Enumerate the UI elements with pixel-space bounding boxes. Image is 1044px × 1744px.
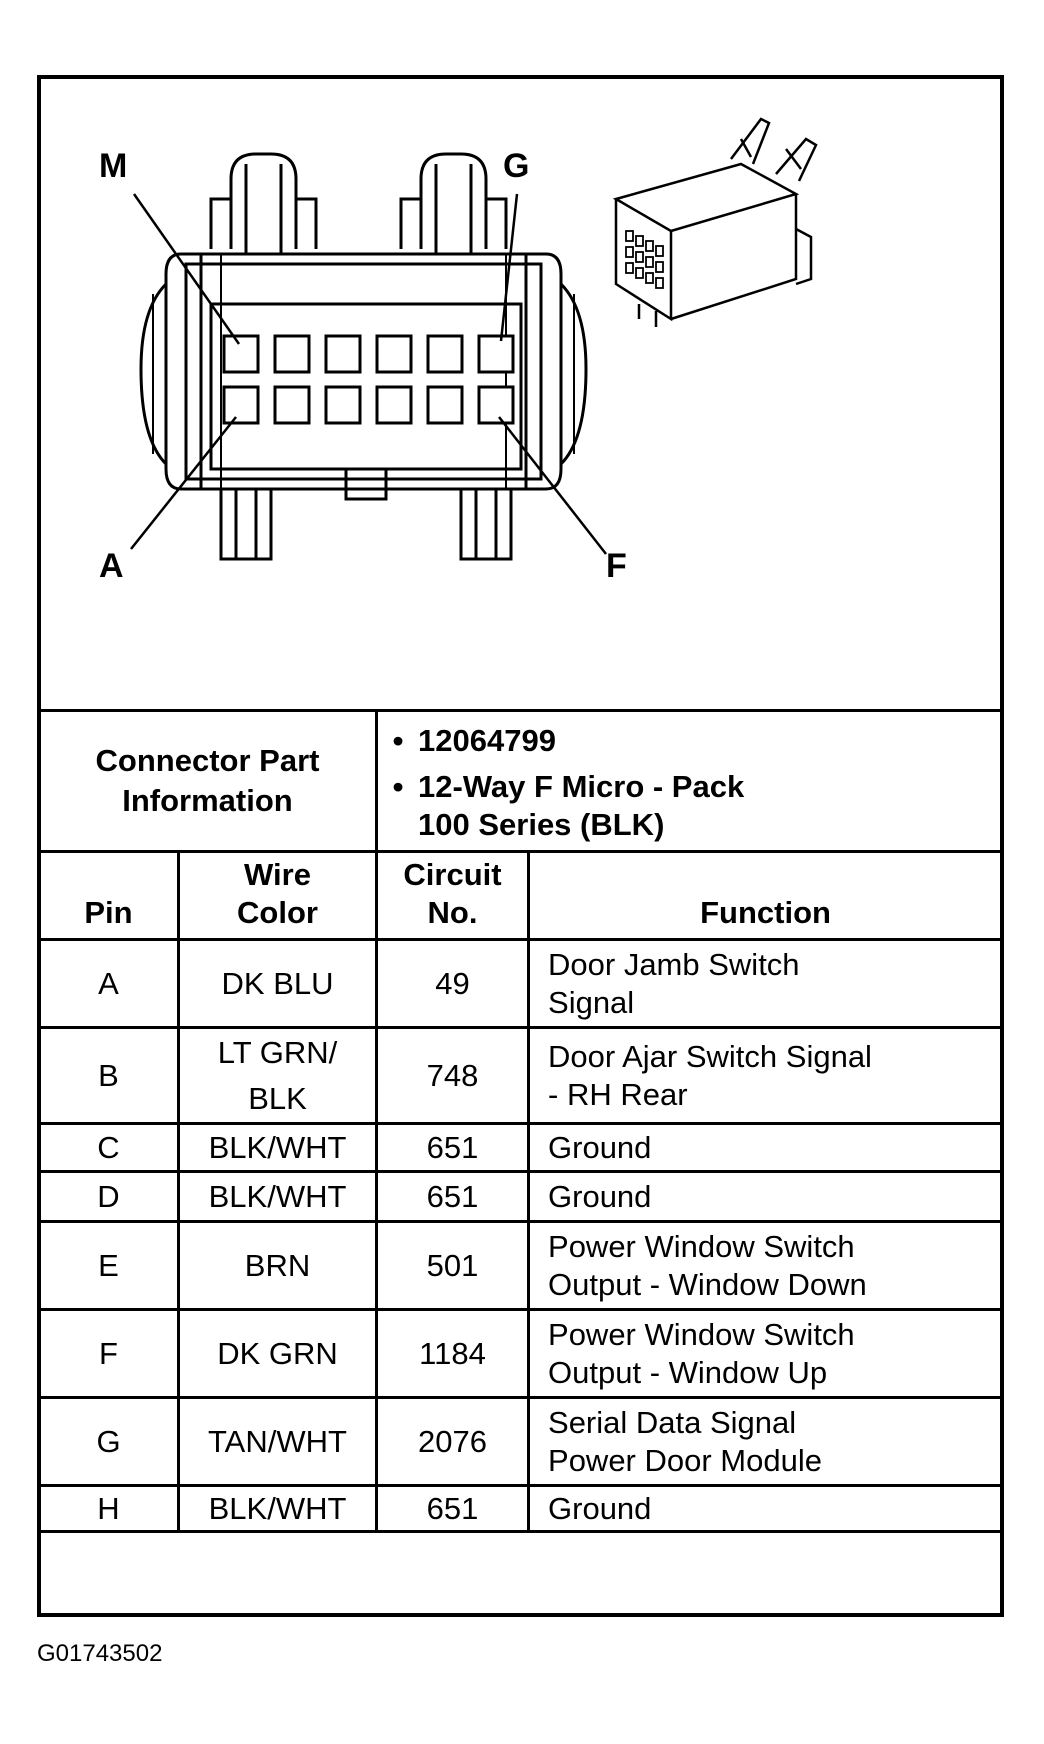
pin-cell: H — [37, 1484, 180, 1533]
pin-cell: D — [37, 1170, 180, 1223]
right-latch — [419, 152, 488, 249]
bullet: • — [392, 769, 404, 804]
header-wire-color: Wire Color — [176, 850, 379, 941]
circuit-cell: 651 — [375, 1122, 531, 1173]
circuit-cell: 501 — [375, 1220, 531, 1311]
connector-part-label: Connector Part Information — [36, 709, 379, 853]
connector-part-details: • 12064799 • 12-Way F Micro - Pack 100 S… — [375, 709, 1004, 853]
left-latch — [229, 152, 298, 249]
leader-a — [130, 416, 237, 550]
wire-color-cell: DK BLU — [176, 938, 379, 1029]
leader-g — [499, 193, 519, 342]
label-m: M — [99, 147, 127, 185]
bullet: • — [392, 723, 404, 758]
function-cell: Ground — [527, 1170, 1004, 1223]
label-a: A — [99, 547, 124, 585]
circuit-cell: 1184 — [375, 1308, 531, 1399]
circuit-cell: 2076 — [375, 1396, 531, 1487]
pin-cell: F — [37, 1308, 180, 1399]
pin-cell: A — [37, 938, 180, 1029]
leader-f — [498, 416, 607, 555]
left-leg — [219, 489, 273, 561]
connector-3d-view — [612, 117, 818, 327]
wire-color-cell: BRN — [176, 1220, 379, 1311]
connector-face-diagram: M G A F — [99, 117, 818, 585]
circuit-cell: 651 — [375, 1484, 531, 1533]
wire-color-cell: BLK/WHT — [176, 1122, 379, 1173]
pin-cell: C — [37, 1122, 180, 1173]
wire-color-cell: BLK/WHT — [176, 1484, 379, 1533]
part-description: 12-Way F Micro - Pack 100 Series (BLK) — [418, 769, 745, 842]
right-leg — [459, 489, 513, 561]
function-cell: Ground — [527, 1122, 1004, 1173]
circuit-cell: 651 — [375, 1170, 531, 1223]
header-function: Function — [527, 850, 1004, 941]
pin-cell: B — [37, 1026, 180, 1125]
header-pin: Pin — [37, 850, 180, 941]
function-cell: Ground — [527, 1484, 1004, 1533]
wire-color-cell: BLK/WHT — [176, 1170, 379, 1223]
connector-housing — [164, 252, 563, 491]
label-f: F — [606, 547, 627, 585]
wire-color-cell: LT GRN/BLK — [176, 1026, 379, 1125]
pin-cell: E — [37, 1220, 180, 1311]
leader-m — [132, 193, 241, 345]
wire-color-cell: DK GRN — [176, 1308, 379, 1399]
pin-cell: G — [37, 1396, 180, 1487]
circuit-cell: 748 — [375, 1026, 531, 1125]
circuit-cell: 49 — [375, 938, 531, 1029]
function-cell: Door Ajar Switch Signal- RH Rear — [527, 1026, 1004, 1125]
connector-info-table: Connector Part Information • 12064799 • … — [36, 709, 1004, 1533]
part-number: 12064799 — [418, 723, 556, 758]
label-g: G — [503, 147, 529, 185]
wire-color-cell: TAN/WHT — [176, 1396, 379, 1487]
figure-code: G01743502 — [37, 1640, 163, 1667]
header-circuit-no: Circuit No. — [375, 850, 531, 941]
pin-cavities — [222, 334, 515, 425]
connector-figure: M G A F — [36, 75, 1004, 1617]
